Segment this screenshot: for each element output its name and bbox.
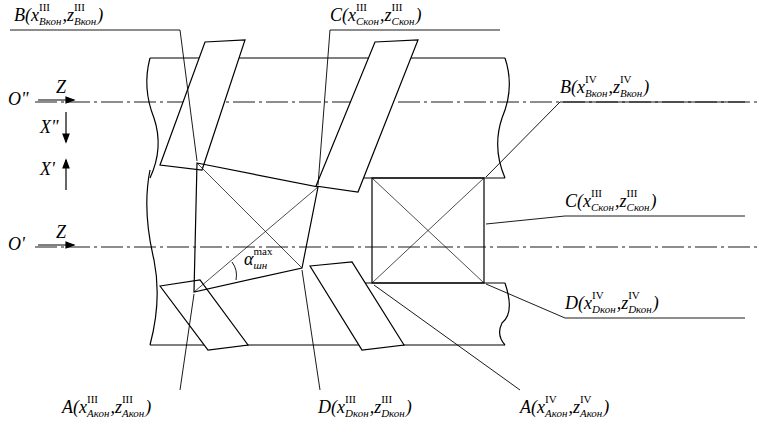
callout-label: ): [406, 398, 412, 416]
callout-label: Z: [56, 223, 66, 241]
superscript: III: [345, 394, 356, 405]
superscript: III: [39, 2, 50, 13]
superscript: III: [381, 394, 392, 405]
callout-label: ): [603, 398, 609, 416]
callout-label: A(x: [62, 398, 87, 416]
callout-label: C(x: [330, 6, 356, 24]
callout-label: α: [244, 250, 253, 268]
superscript: III: [122, 394, 133, 405]
callout-label: Z: [56, 78, 66, 96]
callout-label: ,z: [62, 6, 74, 24]
superscript: III: [87, 394, 98, 405]
superscript: III: [627, 188, 638, 199]
callout-label: D(x: [318, 398, 345, 416]
subscript: Cкон: [392, 16, 415, 27]
callout-label: O": [8, 90, 29, 108]
subscript: Aкон: [87, 408, 109, 419]
subscript: Aкон: [122, 408, 144, 419]
callout-label: ,z: [568, 398, 580, 416]
callout-label: D(x: [565, 294, 592, 312]
callout-label: C(x: [565, 192, 591, 210]
callout-label: ): [651, 192, 657, 210]
subscript: Cкон: [591, 202, 614, 213]
callout-label: ,z: [380, 6, 392, 24]
subscript: Cкон: [627, 202, 650, 213]
subscript: Bкон: [585, 88, 607, 99]
superscript: III: [74, 2, 85, 13]
callout-label: ,z: [615, 192, 627, 210]
callout-label: B(x: [14, 6, 39, 24]
callout-label: ,z: [617, 294, 629, 312]
subscript: Aкон: [580, 408, 602, 419]
callout-label: ): [97, 6, 103, 24]
callout-label: X': [40, 160, 55, 178]
callout-label: ): [653, 294, 659, 312]
callout-label: ): [416, 6, 422, 24]
callout-label: ,z: [370, 398, 382, 416]
subscript: Aкон: [545, 408, 567, 419]
superscript: III: [392, 2, 403, 13]
superscript: IV: [592, 290, 604, 301]
subscript: Dкон: [345, 408, 369, 419]
superscript: IV: [620, 74, 632, 85]
subscript: Dкон: [628, 304, 652, 315]
subscript: Dкон: [592, 304, 616, 315]
subscript: Bкон: [74, 16, 96, 27]
superscript: IV: [545, 394, 557, 405]
superscript: IV: [585, 74, 597, 85]
superscript: III: [356, 2, 367, 13]
superscript: IV: [580, 394, 592, 405]
subscript: Cкон: [356, 16, 379, 27]
superscript: max: [253, 246, 272, 257]
callout-label: A(x: [520, 398, 545, 416]
superscript: IV: [628, 290, 640, 301]
subscript: Bкон: [39, 16, 61, 27]
callout-label: X": [40, 118, 59, 136]
callout-label: ): [643, 78, 649, 96]
subscript: Bкон: [620, 88, 642, 99]
callout-label: O': [8, 235, 25, 253]
subscript: шн: [253, 260, 267, 271]
callout-label: ,z: [608, 78, 620, 96]
superscript: III: [591, 188, 602, 199]
callout-label: ): [145, 398, 151, 416]
callout-label: ,z: [110, 398, 122, 416]
subscript: Dкон: [381, 408, 405, 419]
callout-label: B(x: [560, 78, 585, 96]
